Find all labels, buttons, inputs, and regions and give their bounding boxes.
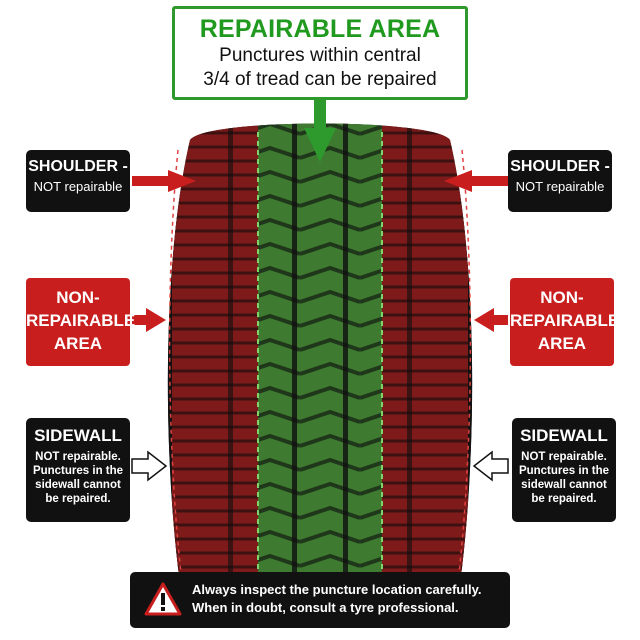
right-arrow-icon: [131, 450, 168, 482]
footer-line-2: When in doubt, consult a tyre profession…: [192, 600, 459, 615]
warning-icon: [144, 582, 182, 616]
sidewall-line-3: sidewall cannot: [35, 479, 121, 491]
non-repairable-label-left: NON- REPAIRABLE AREA: [26, 278, 136, 366]
non-repairable-label-right: NON- REPAIRABLE AREA: [510, 278, 620, 366]
repairable-line-1: Punctures within central: [219, 45, 421, 66]
non-repairable-line-3: AREA: [537, 334, 587, 353]
sidewall-line-3: sidewall cannot: [521, 479, 607, 491]
tyre-body: [167, 123, 473, 598]
shoulder-detail: NOT repairable: [33, 179, 123, 194]
sidewall-line-4: be repaired.: [45, 493, 111, 505]
sidewall-line-1: NOT repairable.: [521, 451, 607, 463]
shoulder-label-right: SHOULDER - NOT repairable: [508, 150, 612, 212]
right-arrow-icon: [132, 170, 196, 192]
sidewall-heading: SIDEWALL: [34, 426, 122, 445]
left-arrow-icon: [474, 308, 508, 332]
non-repairable-line-1: NON-: [540, 288, 584, 307]
sidewall-label-left: SIDEWALL NOT repairable. Punctures in th…: [26, 418, 130, 522]
sidewall-line-2: Punctures in the: [32, 465, 124, 477]
sidewall-heading: SIDEWALL: [520, 426, 608, 445]
left-arrow-icon: [444, 170, 508, 192]
repairable-title: REPAIRABLE AREA: [199, 15, 441, 43]
non-repairable-line-2: REPAIRABLE: [510, 311, 620, 330]
footer-line-1: Always inspect the puncture location car…: [192, 582, 482, 597]
sidewall-line-2: Punctures in the: [518, 465, 610, 477]
sidewall-label-right: SIDEWALL NOT repairable. Punctures in th…: [512, 418, 616, 522]
warning-footer: Always inspect the puncture location car…: [130, 572, 510, 628]
right-arrow-icon: [132, 308, 166, 332]
shoulder-heading: SHOULDER -: [510, 158, 610, 175]
repairable-line-2: 3/4 of tread can be repaired: [203, 69, 437, 90]
left-arrow-icon: [472, 450, 509, 482]
sidewall-line-4: be repaired.: [531, 493, 597, 505]
down-arrow-icon: [304, 100, 336, 162]
non-repairable-line-2: REPAIRABLE: [26, 311, 136, 330]
shoulder-heading: SHOULDER -: [28, 158, 128, 175]
non-repairable-line-3: AREA: [53, 334, 103, 353]
sidewall-line-1: NOT repairable.: [35, 451, 121, 463]
non-repairable-line-1: NON-: [56, 288, 100, 307]
repairable-area-box: REPAIRABLE AREA Punctures within central…: [172, 6, 468, 100]
shoulder-label-left: SHOULDER - NOT repairable: [26, 150, 130, 212]
shoulder-detail: NOT repairable: [515, 179, 605, 194]
